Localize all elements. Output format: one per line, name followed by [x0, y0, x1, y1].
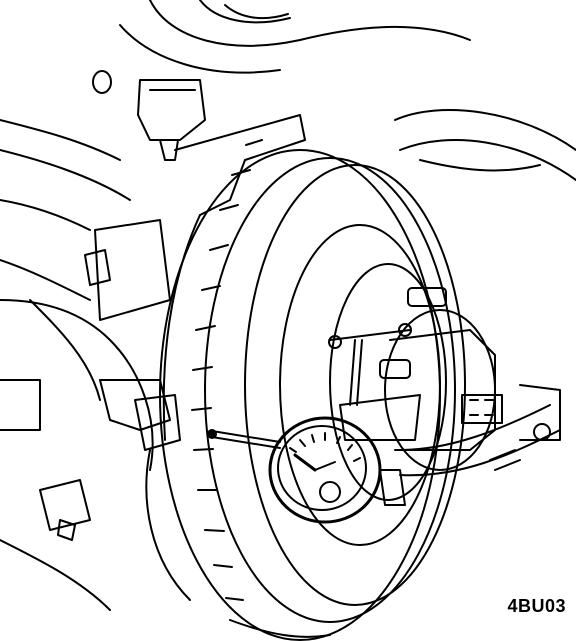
figure-code-label: 4BU03: [507, 596, 566, 616]
fender-arch: [119, 0, 576, 181]
dial-indicator: [207, 416, 382, 524]
wheel-hub: [379, 287, 503, 471]
indicator-clamp: [328, 323, 561, 506]
body-hole: [92, 70, 112, 94]
brake-caliper: [134, 114, 306, 601]
lower-rotor-edge: [229, 619, 331, 638]
brake-rotor: [159, 139, 466, 641]
steering-knuckle: [0, 79, 206, 611]
